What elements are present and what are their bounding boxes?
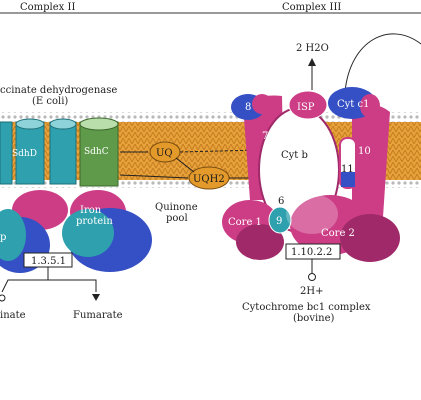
isp-label: ISP bbox=[297, 102, 315, 113]
complex-ii-substrate-lines bbox=[0, 267, 100, 302]
complex-iii-body bbox=[222, 87, 400, 262]
quinone-pool-label: Quinone bbox=[155, 202, 198, 213]
succinate-label: inate bbox=[0, 310, 26, 321]
iron-protein-label: Iron bbox=[80, 205, 102, 216]
subunit-6-label: 6 bbox=[278, 196, 284, 207]
quinone-pool-label-2: pool bbox=[166, 213, 188, 224]
uqh2-label[interactable]: UQH2 bbox=[193, 174, 225, 185]
subunit-7-label: 7 bbox=[262, 131, 268, 142]
complex-iii-header: Complex III bbox=[282, 2, 341, 13]
fumarate-label: Fumarate bbox=[73, 310, 123, 321]
core-2-label: Core 2 bbox=[321, 228, 355, 239]
ec-1-10-2-2-label[interactable]: 1.10.2.2 bbox=[291, 247, 332, 258]
subunit-9-label: 9 bbox=[276, 216, 282, 227]
complex-ii-matrix-domain bbox=[0, 190, 152, 273]
sdhd-label: SdhD bbox=[12, 149, 37, 159]
uq-label[interactable]: UQ bbox=[156, 148, 173, 159]
proton-node bbox=[308, 273, 316, 281]
complex-iii-organism: (bovine) bbox=[293, 313, 335, 324]
subunit-11-label: 11 bbox=[341, 164, 354, 175]
quinone-connectors bbox=[119, 149, 259, 179]
ec-1-10-2-2-box[interactable] bbox=[285, 243, 341, 260]
complex-iii-name: Cytochrome bc1 complex bbox=[242, 302, 371, 313]
complex-ii-header: Complex II bbox=[20, 2, 75, 13]
enzyme-organism: (E coli) bbox=[32, 96, 68, 107]
subunit-10-label: 10 bbox=[358, 146, 371, 157]
complex-ii-membrane-anchors bbox=[0, 117, 119, 187]
ec-1-3-5-1-label[interactable]: 1.3.5.1 bbox=[31, 256, 66, 267]
iron-protein-label-2: protein bbox=[76, 216, 113, 227]
core-1-label: Core 1 bbox=[228, 217, 262, 228]
enzyme-title: ccinate dehydrogenase bbox=[0, 85, 117, 96]
proton-label: 2H+ bbox=[300, 286, 323, 297]
cytochrome-c-pathway bbox=[344, 33, 421, 93]
sdhc-label: SdhC bbox=[84, 147, 109, 157]
water-product-label: 2 H2O bbox=[296, 43, 329, 54]
left-partial-label: p bbox=[0, 232, 6, 243]
subunit-8-label: 8 bbox=[245, 102, 251, 113]
cyt-b-label: Cyt b bbox=[281, 150, 308, 161]
membrane-outer-headgroups bbox=[0, 112, 421, 122]
cyt-c1-label: Cyt c1 bbox=[337, 99, 369, 110]
